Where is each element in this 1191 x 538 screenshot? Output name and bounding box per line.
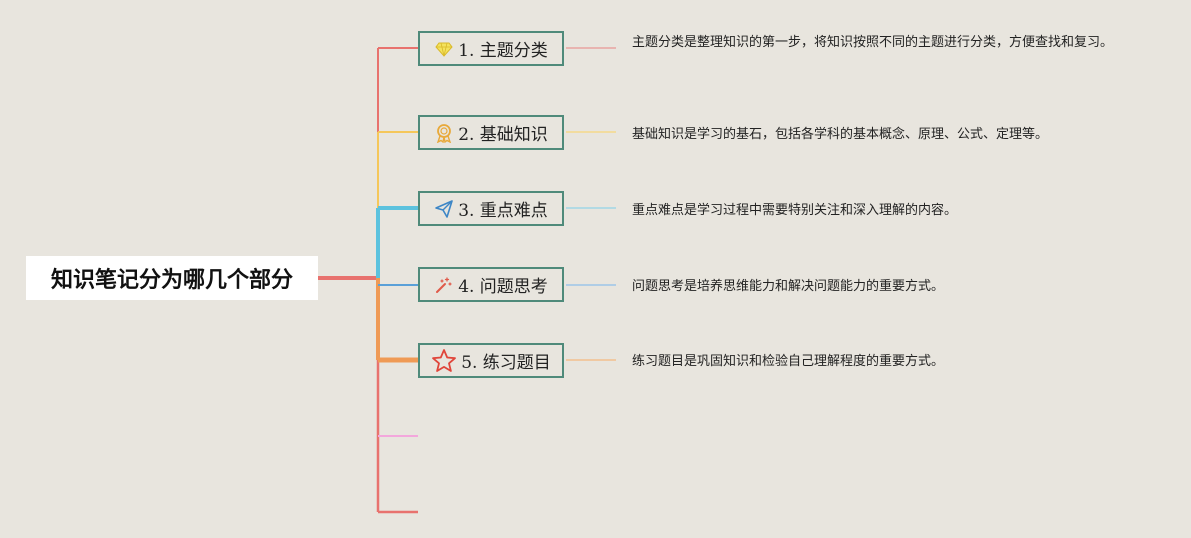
star-icon	[431, 348, 457, 374]
note-1: 主题分类是整理知识的第一步，将知识按照不同的主题进行分类，方便查找和复习。	[632, 35, 1114, 50]
topic-1[interactable]: 1. 主题分类	[418, 31, 564, 66]
note-4: 问题思考是培养思维能力和解决问题能力的重要方式。	[632, 279, 945, 294]
gem-icon	[434, 39, 454, 59]
topic-2-label: 2. 基础知识	[458, 125, 548, 145]
magic-wand-icon	[434, 275, 454, 295]
paper-plane-icon	[434, 199, 454, 219]
root-topic[interactable]: 知识笔记分为哪几个部分	[26, 256, 318, 300]
root-title: 知识笔记分为哪几个部分	[50, 268, 293, 293]
note-2: 基础知识是学习的基石，包括各学科的基本概念、原理、公式、定理等。	[632, 127, 1049, 142]
topic-4[interactable]: 4. 问题思考	[418, 267, 564, 302]
topic-5-label: 5. 练习题目	[461, 353, 551, 373]
topic-5[interactable]: 5. 练习题目	[418, 343, 564, 378]
award-icon	[434, 123, 454, 143]
note-5: 练习题目是巩固知识和检验自己理解程度的重要方式。	[632, 354, 945, 369]
topic-3[interactable]: 3. 重点难点	[418, 191, 564, 226]
topic-4-label: 4. 问题思考	[458, 277, 548, 297]
topic-3-label: 3. 重点难点	[458, 201, 548, 221]
topic-1-label: 1. 主题分类	[458, 41, 548, 61]
topic-2[interactable]: 2. 基础知识	[418, 115, 564, 150]
note-3: 重点难点是学习过程中需要特别关注和深入理解的内容。	[632, 203, 958, 218]
